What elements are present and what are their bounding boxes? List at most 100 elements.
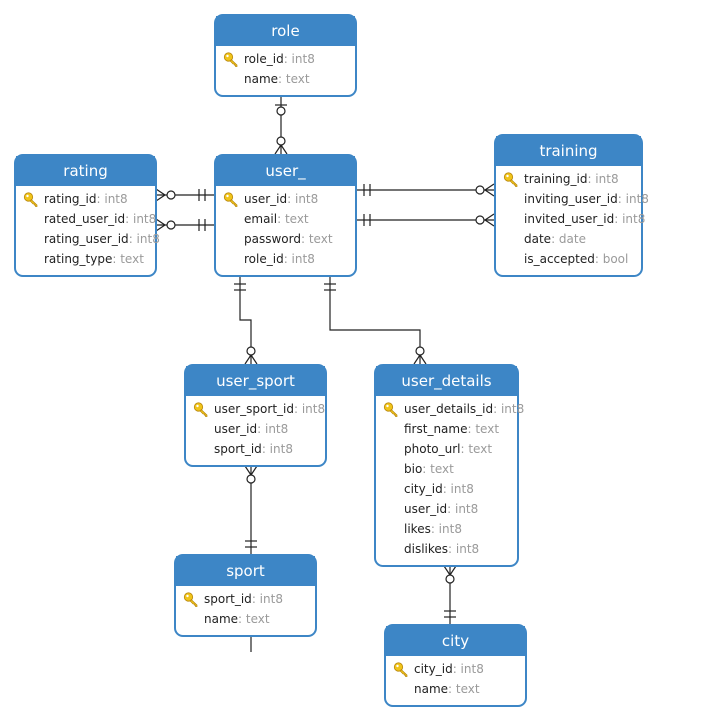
field-row[interactable]: city_id: int8	[376, 479, 517, 499]
primary-key-icon	[383, 401, 399, 417]
field-type: : int8	[125, 212, 157, 226]
field-type: : int8	[287, 192, 319, 206]
field-row[interactable]: sport_id: int8	[186, 439, 325, 459]
field-name: email	[244, 212, 278, 226]
primary-key-icon	[183, 591, 199, 607]
field-row[interactable]: is_accepted: bool	[496, 249, 641, 269]
field-name: city_id	[414, 662, 453, 676]
primary-key-icon	[223, 51, 239, 67]
field-row[interactable]: invited_user_id: int8	[496, 209, 645, 229]
relationship-user-user-sport[interactable]	[234, 276, 258, 365]
field-type: : int8	[430, 522, 462, 536]
field-row[interactable]: date: date	[496, 229, 641, 249]
field-row[interactable]: dislikes: int8	[376, 539, 517, 559]
field-name: role_id	[244, 252, 284, 266]
field-name: invited_user_id	[524, 212, 615, 226]
field-row[interactable]: photo_url: text	[376, 439, 517, 459]
field-row[interactable]: user_sport_id: int8	[186, 399, 325, 419]
field-row[interactable]: rating_user_id: int8	[16, 229, 160, 249]
primary-key-icon	[23, 191, 39, 207]
relationship-city-user-details[interactable]	[443, 565, 457, 624]
field-name: user_id	[244, 192, 288, 206]
relationship-user-training-1[interactable]	[356, 183, 495, 197]
field-type: : text	[422, 462, 454, 476]
field-row[interactable]: rating_id: int8	[16, 189, 155, 209]
field-row[interactable]: rating_type: text	[16, 249, 155, 269]
field-row[interactable]: bio: text	[376, 459, 517, 479]
field-name: dislikes	[404, 542, 449, 556]
field-name: rating_type	[44, 252, 113, 266]
field-name: inviting_user_id	[524, 192, 618, 206]
field-row[interactable]: password: text	[216, 229, 355, 249]
field-row[interactable]: role_id: int8	[216, 249, 355, 269]
field-name: user_sport_id	[214, 402, 294, 416]
field-type: : text	[300, 232, 333, 246]
entity-title: role	[216, 16, 355, 46]
field-type: : text	[448, 682, 480, 696]
field-type: : int8	[283, 252, 315, 266]
field-name: is_accepted	[524, 252, 595, 266]
field-type: : text	[112, 252, 144, 266]
field-row[interactable]: user_id: int8	[376, 499, 517, 519]
field-row[interactable]: training_id: int8	[496, 169, 641, 189]
field-type: : int8	[128, 232, 160, 246]
field-row[interactable]: name: text	[386, 679, 525, 699]
relationship-role-user[interactable]	[274, 96, 288, 155]
relationship-user-training-2[interactable]	[356, 213, 495, 227]
field-type: : int8	[261, 442, 293, 456]
field-type: : int8	[447, 502, 479, 516]
field-type: : int8	[614, 212, 646, 226]
field-row[interactable]: role_id: int8	[216, 49, 355, 69]
field-name: likes	[404, 522, 431, 536]
field-type: : int8	[493, 402, 525, 416]
field-row[interactable]: inviting_user_id: int8	[496, 189, 649, 209]
field-name: date	[524, 232, 552, 246]
field-row[interactable]: user_id: int8	[186, 419, 325, 439]
field-row[interactable]: likes: int8	[376, 519, 517, 539]
field-type: : text	[277, 212, 309, 226]
field-row[interactable]: city_id: int8	[386, 659, 525, 679]
primary-key-icon	[223, 191, 239, 207]
relationship-user-rating-1[interactable]	[155, 188, 214, 202]
entity-title: user_details	[376, 366, 517, 396]
field-name: rating_id	[44, 192, 97, 206]
field-row[interactable]: sport_id: int8	[176, 589, 315, 609]
field-row[interactable]: first_name: text	[376, 419, 517, 439]
primary-key-icon	[393, 661, 409, 677]
field-row[interactable]: rated_user_id: int8	[16, 209, 157, 229]
field-type: : text	[460, 442, 493, 456]
relationship-sport-user-sport[interactable]	[244, 465, 258, 554]
field-name: name	[204, 612, 239, 626]
field-name: rating_user_id	[44, 232, 129, 246]
relationship-user-rating-2[interactable]	[155, 218, 214, 232]
field-type: : int8	[283, 52, 315, 66]
entity-title: sport	[176, 556, 315, 586]
field-name: first_name	[404, 422, 468, 436]
field-name: rated_user_id	[44, 212, 126, 226]
field-type: : int8	[442, 482, 474, 496]
field-row[interactable]: name: text	[216, 69, 355, 89]
relationship-user-user-details[interactable]	[324, 276, 427, 365]
field-row[interactable]: user_id: int8	[216, 189, 355, 209]
field-row[interactable]: user_details_id: int8	[376, 399, 524, 419]
field-row[interactable]: email: text	[216, 209, 355, 229]
field-name: sport_id	[214, 442, 262, 456]
field-type: : int8	[257, 422, 289, 436]
field-name: password	[244, 232, 301, 246]
field-row[interactable]: name: text	[176, 609, 315, 629]
primary-key-icon	[193, 401, 209, 417]
